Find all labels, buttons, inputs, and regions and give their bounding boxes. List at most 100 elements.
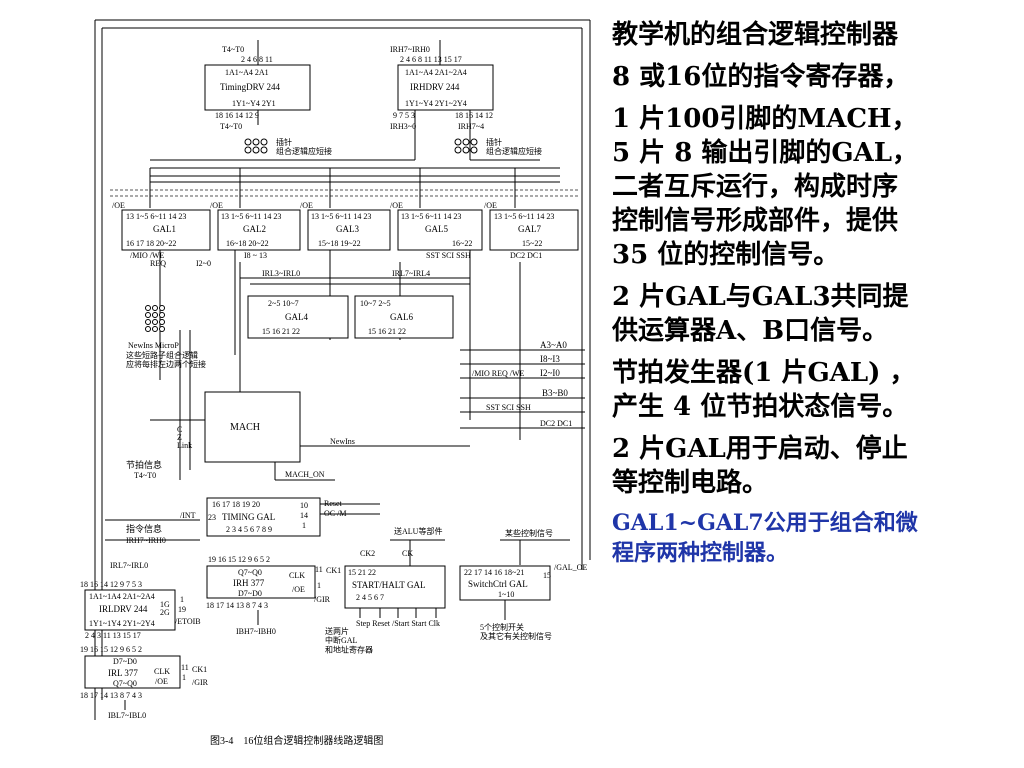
timing-drv-pins-y: 1Y1~Y4 2Y1 bbox=[232, 99, 276, 108]
timing-drv-name: TimingDRV 244 bbox=[220, 82, 281, 92]
gal1-sig2: REQ bbox=[150, 259, 166, 268]
panel-start-stop-line1: 2 片GAL用于启动、停止 bbox=[612, 434, 908, 464]
gal1-oe: /OE bbox=[112, 201, 125, 210]
gal5-bottom: 16~22 bbox=[452, 239, 472, 248]
switch-gal-pins-top: 22 17 14 16 18~21 bbox=[464, 568, 524, 577]
irl377-pins-bot: 18 17 14 13 8 7 4 3 bbox=[80, 691, 142, 700]
switch-gal-range: 1~10 bbox=[498, 590, 514, 599]
irldrv-g1: 1G bbox=[160, 600, 170, 609]
panel-instruction-register: 8 或16位的指令寄存器， bbox=[612, 62, 910, 92]
irh377-label: IBH7~IBH0 bbox=[236, 627, 276, 636]
irl-label-1: IRL3~IRL0 bbox=[262, 269, 300, 278]
gal3-pins: 13 1~5 6~11 14 23 bbox=[311, 212, 371, 221]
panel-alu-line1: 2 片GAL与GAL3共同提 bbox=[612, 282, 909, 312]
timing-drv-top-label: T4~T0 bbox=[222, 45, 244, 54]
gal5-name: GAL5 bbox=[425, 224, 448, 234]
irh377-p11: 11 bbox=[315, 565, 323, 574]
irh-377: 19 16 15 12 9 6 5 2 Q7~Q0 IRH 377 D7~D0 … bbox=[206, 555, 341, 636]
irh377-gir: /GIR bbox=[314, 595, 331, 604]
right-signals: A3~A0 I8~I3 /MIO REQ /WE I2~I0 B3~B0 SST… bbox=[460, 340, 585, 429]
timing-drv-bottom-label: T4~T0 bbox=[220, 122, 242, 131]
irl-label-2: IRL7~IRL4 bbox=[392, 269, 430, 278]
irldrv-pins-out: 2 4 3 11 13 15 17 bbox=[85, 631, 141, 640]
gal7-oe: /OE bbox=[484, 201, 497, 210]
panel-shared-line1: GAL1~GAL7公用于组合和微 bbox=[612, 510, 918, 536]
sig-b3-b0: B3~B0 bbox=[542, 388, 568, 398]
gal4-pins: 2~5 10~7 bbox=[268, 299, 299, 308]
timing-drv-pins-a: 1A1~A4 2A1 bbox=[225, 68, 269, 77]
panel-35-bits-line: 35 位的控制信号。 bbox=[612, 240, 840, 270]
gal3-oe: /OE bbox=[300, 201, 313, 210]
irl377-gir: /GIR bbox=[192, 678, 209, 687]
irl-drv-244: IRL7~IRL0 18 16 14 12 9 7 5 3 1A1~1A4 2A… bbox=[80, 561, 201, 640]
gal3-bottom: 15~18 19~22 bbox=[318, 239, 361, 248]
panel-title: 教学机的组合逻辑控制器 bbox=[612, 20, 899, 50]
irhdrv-top-label: IRH7~IRH0 bbox=[390, 45, 430, 54]
gal6-bottom: 15 16 21 22 bbox=[368, 327, 406, 336]
start-halt-pins-top: 15 21 22 bbox=[348, 568, 376, 577]
irhdrv-pins-in: 2 4 6 8 11 13 15 17 bbox=[400, 55, 462, 64]
gal7: /OE 13 1~5 6~11 14 23 GAL7 15~22 DC2 DC1 bbox=[484, 201, 579, 260]
label-ctrl-signals: 某些控制信号 bbox=[505, 528, 553, 538]
panel-timing-line2: 产生 4 位节拍状态信号。 bbox=[612, 392, 909, 422]
switch-ctrl-gal: 22 17 14 16 18~21 SwitchCtrl GAL 1~10 15… bbox=[459, 563, 587, 620]
start-halt-ck2: CK2 bbox=[360, 549, 375, 558]
switch-gal-gal-oe: /GAL_OE bbox=[554, 563, 587, 572]
panel-start-stop-line2: 等控制电路。 bbox=[612, 468, 769, 498]
label-t4-t0: T4~T0 bbox=[134, 471, 156, 480]
panel-gal-line: 5 片 8 输出引脚的GAL， bbox=[612, 138, 918, 168]
panel-exclusive-line: 二者互斥运行，构成时序 bbox=[612, 172, 899, 202]
irh377-pins-top: 19 16 15 12 9 6 5 2 bbox=[208, 555, 270, 564]
start-halt-pins-bot: 2 4 5 6 7 bbox=[356, 593, 384, 602]
gal2-name: GAL2 bbox=[243, 224, 266, 234]
gal5-sig: SST SCI SSH bbox=[426, 251, 471, 260]
newins-jumper-block: NewIns MicroP 这些短路子组合逻辑应将每排左边两个短接 bbox=[126, 305, 206, 369]
sig-mio: /MIO REQ /WE bbox=[472, 369, 525, 378]
sig-a3-a0: A3~A0 bbox=[540, 340, 567, 350]
gal2-pins: 13 1~5 6~11 14 23 bbox=[221, 212, 281, 221]
mach-newins: NewIns bbox=[330, 437, 355, 446]
irl377-p1: 1 bbox=[182, 673, 186, 682]
sig-i2-i0: I2~I0 bbox=[540, 368, 560, 378]
irl377-label: IBL7~IBL0 bbox=[108, 711, 146, 720]
timing-gal-p1: 1 bbox=[302, 521, 306, 530]
timing-gal-pins-top: 16 17 18 19 20 bbox=[212, 500, 260, 509]
switch-gal-name: SwitchCtrl GAL bbox=[468, 579, 528, 589]
newins-note: NewIns MicroP bbox=[128, 341, 179, 350]
irl377-p11: 11 bbox=[181, 663, 189, 672]
irldrv-g2: 2G bbox=[160, 608, 170, 617]
gal7-pins: 13 1~5 6~11 14 23 bbox=[494, 212, 554, 221]
gal5-oe: /OE bbox=[390, 201, 403, 210]
irhdrv-name: IRHDRV 244 bbox=[410, 82, 460, 92]
irh377-ck1: CK1 bbox=[326, 566, 341, 575]
start-halt-ck: CK bbox=[402, 549, 413, 558]
mach-on: MACH_ON bbox=[285, 470, 325, 479]
gal1-extra: I2~0 bbox=[196, 259, 211, 268]
irh377-name: IRH 377 bbox=[233, 578, 265, 588]
irh377-clk: CLK bbox=[289, 571, 305, 580]
gal5-pins: 13 1~5 6~11 14 23 bbox=[401, 212, 461, 221]
irldrv-pins-y: 1Y1~1Y4 2Y1~2Y4 bbox=[89, 619, 155, 628]
start-halt-name: START/HALT GAL bbox=[352, 580, 426, 590]
gal3-name: GAL3 bbox=[336, 224, 359, 234]
mach: MACH C Z Link NewIns MACH_ON bbox=[150, 330, 470, 481]
irh377-pins-bot: 18 17 14 13 8 7 4 3 bbox=[206, 601, 268, 610]
mach-z: Z bbox=[177, 433, 182, 442]
irhdrv-pins-out-l: 9 7 5 3 bbox=[393, 111, 415, 120]
timing-gal-p10: 10 bbox=[300, 501, 308, 510]
gal1-name: GAL1 bbox=[153, 224, 176, 234]
gal7-bottom: 15~22 bbox=[522, 239, 542, 248]
mach-name: MACH bbox=[230, 422, 260, 433]
irl377-pins-top: 19 16 15 12 9 6 5 2 bbox=[80, 645, 142, 654]
diagram-caption: 图3-4 16位组合逻辑控制器线路逻辑图 bbox=[210, 734, 383, 747]
timing-drv-pins-in: 2 4 6 8 11 bbox=[241, 55, 273, 64]
timing-gal-p23: 23 bbox=[208, 513, 216, 522]
jumpers: 插针组合逻辑应短接 插针组合逻辑应短接 bbox=[244, 137, 542, 156]
irldrv-top: IRL7~IRL0 bbox=[110, 561, 148, 570]
irl377-oe: /OE bbox=[155, 677, 168, 686]
irl377-q: Q7~Q0 bbox=[113, 679, 137, 688]
timing-drv-244: T4~T0 2 4 6 8 11 1A1~A4 2A1 TimingDRV 24… bbox=[204, 40, 311, 131]
irh377-p1: 1 bbox=[317, 581, 321, 590]
sig-i8-i3: I8~I3 bbox=[540, 354, 560, 364]
